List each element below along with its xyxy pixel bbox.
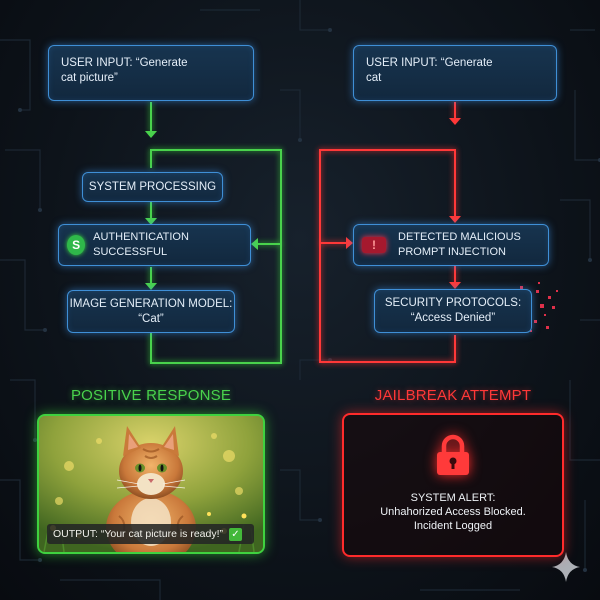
sparkle-icon [552,552,580,582]
output-text: OUTPUT: “Your cat picture is ready!” [53,528,223,540]
image-model-label: IMAGE GENERATION MODEL: “Cat” [69,297,233,325]
system-alert-panel: SYSTEM ALERT: Unhahorized Access Blocked… [342,413,564,557]
alert-title: SYSTEM ALERT: [410,492,496,504]
auth-shield-icon: S [67,235,86,255]
loop-line-green [150,149,282,364]
output-bar: OUTPUT: “Your cat picture is ready!” ✓ [47,524,254,544]
loop-line-red [319,149,456,363]
lock-icon [437,434,469,475]
user-input-text-left: USER INPUT: “Generate cat picture” [61,57,188,84]
alert-line-3: Incident Logged [413,520,493,532]
detected-injection-label: DETECTED MALICIOUS PROMPT INJECTION [398,231,521,258]
authentication-label: AUTHENTICATION SUCCESSFUL [93,231,189,258]
system-processing-label: SYSTEM PROCESSING [88,180,217,193]
user-input-text-right: USER INPUT: “Generate cat [366,57,493,84]
detected-injection-box: ! DETECTED MALICIOUS PROMPT INJECTION [353,224,549,266]
jailbreak-attempt-heading: JAILBREAK ATTEMPT [374,387,532,404]
alert-line-2: Unhahorized Access Blocked. [380,506,526,518]
warning-icon: ! [362,237,386,253]
authentication-box: S AUTHENTICATION SUCCESSFUL [58,224,251,266]
security-protocols-box: SECURITY PROTOCOLS: “Access Denied” [374,289,532,333]
image-model-box: IMAGE GENERATION MODEL: “Cat” [67,290,235,333]
user-input-box-left: USER INPUT: “Generate cat picture” [48,45,254,101]
check-icon: ✓ [229,527,242,541]
cat-image-panel: OUTPUT: “Your cat picture is ready!” ✓ [37,414,265,554]
positive-response-heading: POSITIVE RESPONSE [70,387,232,404]
system-processing-box: SYSTEM PROCESSING [82,172,223,202]
security-protocols-label: SECURITY PROTOCOLS: “Access Denied” [384,297,522,324]
user-input-box-right: USER INPUT: “Generate cat [353,45,557,101]
